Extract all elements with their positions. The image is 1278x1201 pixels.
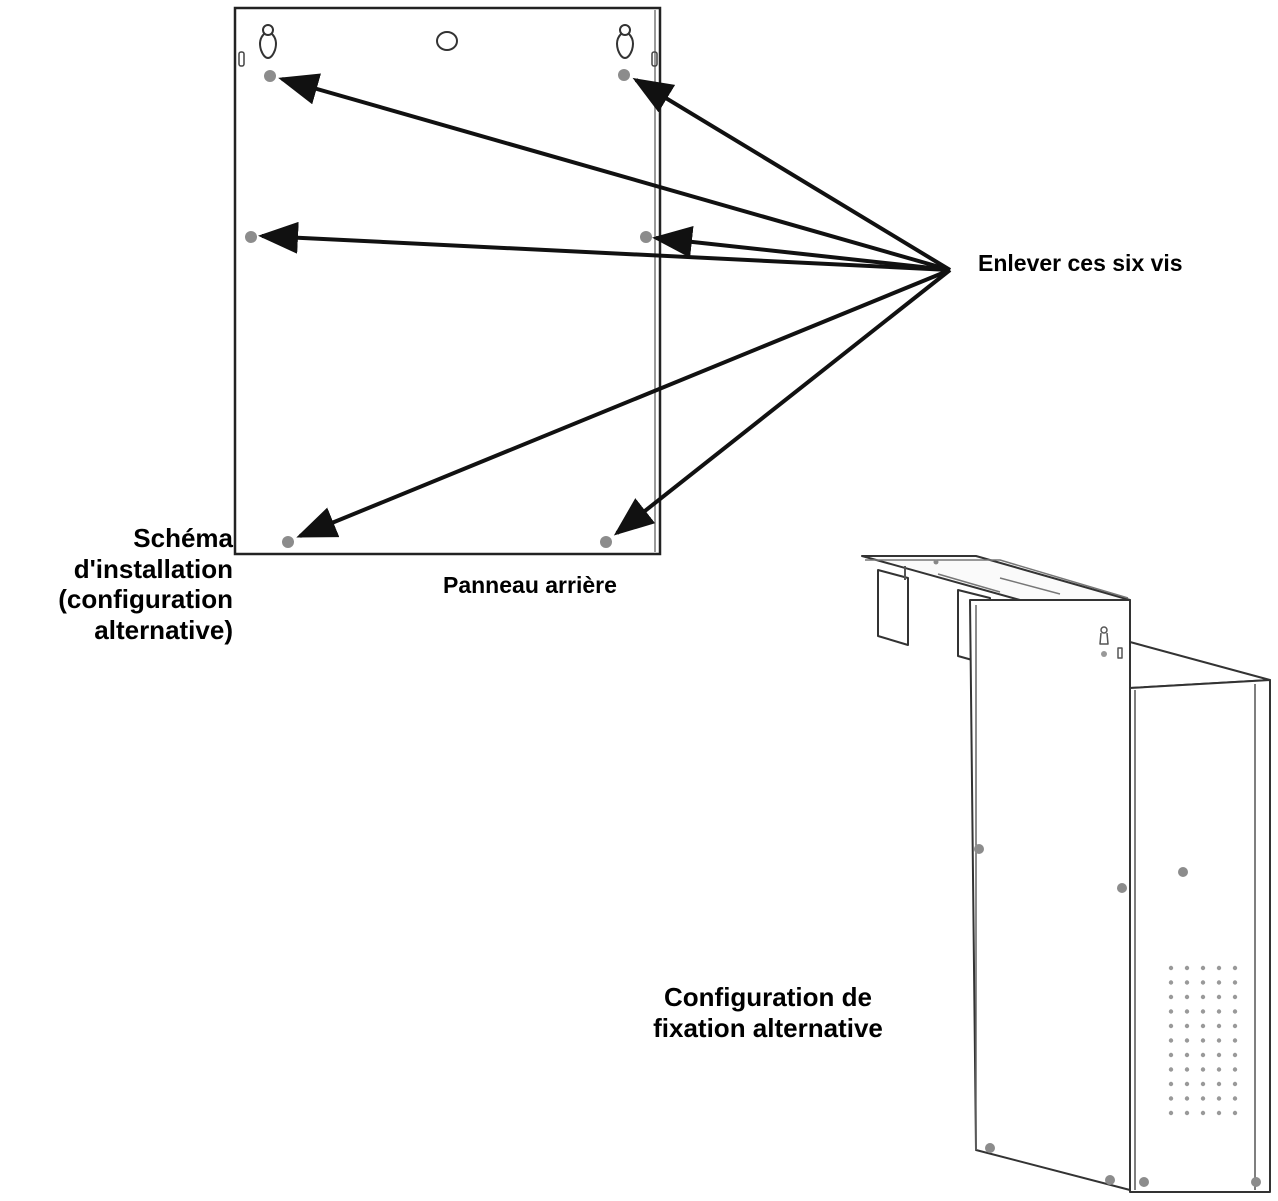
screw-icon-mid-right: [640, 231, 652, 243]
schema-line-2: d'installation: [73, 553, 233, 584]
vent-dot: [1200, 994, 1206, 1000]
keyhole-slot-icon-right: [616, 24, 634, 60]
back-panel-drawing: [233, 6, 662, 556]
installation-schema-label: Schéma d'installation (configuration alt…: [0, 523, 233, 646]
schema-line-3: (configuration: [58, 584, 233, 615]
vent-dot: [1216, 1067, 1222, 1072]
vent-dot: [1216, 1038, 1222, 1043]
vent-dot: [1184, 994, 1190, 1000]
schema-line-1: Schéma: [133, 523, 233, 553]
vent-dot: [1168, 965, 1174, 971]
vent-dot: [1184, 1081, 1190, 1087]
vent-dot: [1184, 1023, 1190, 1029]
vent-dot: [1184, 980, 1190, 985]
vent-dot: [1200, 1023, 1206, 1029]
vent-dot: [1184, 1067, 1190, 1072]
vent-dot: [1168, 980, 1174, 985]
vent-dot: [1200, 980, 1206, 985]
vent-dot: [1168, 1081, 1174, 1087]
alternative-mounting-label: Configuration de fixation alternative: [618, 982, 918, 1043]
vent-dot: [1168, 1110, 1174, 1116]
enclosure-keyhole-icon: [1099, 626, 1109, 645]
vent-dot: [1216, 1052, 1222, 1058]
vent-dot: [1200, 1096, 1206, 1101]
vent-dot: [1168, 1038, 1174, 1043]
vent-dot: [1232, 1081, 1238, 1087]
vent-dot: [1232, 1009, 1238, 1014]
top-bracket: [861, 555, 1131, 601]
vent-dot: [1200, 1038, 1206, 1043]
vent-dot: [1232, 1023, 1238, 1029]
vent-dot: [1168, 1052, 1174, 1058]
screw-icon-bottom-left: [282, 536, 294, 548]
schema-line-4: alternative): [94, 615, 233, 646]
enclosure-drawing: [861, 555, 1271, 1193]
screw-icon-top-right: [618, 69, 630, 81]
arrow-to-bottom-left-screw: [296, 268, 951, 538]
vent-dot: [1232, 994, 1238, 1000]
vent-dot: [1184, 1052, 1190, 1058]
vent-dot: [1184, 1038, 1190, 1043]
vent-dot: [1232, 1052, 1238, 1058]
vent-dot: [1168, 1023, 1174, 1029]
vent-dot: [1184, 1110, 1190, 1116]
vent-dot: [1184, 1009, 1190, 1014]
screw-icon-bottom-right: [600, 536, 612, 548]
back-panel-label: Panneau arrière: [443, 572, 617, 598]
vent-dot: [1216, 1110, 1222, 1116]
vent-dot: [1232, 1110, 1238, 1116]
vent-dot: [1216, 965, 1222, 971]
vent-dot: [1200, 1081, 1206, 1087]
vent-dot: [1168, 1096, 1174, 1101]
enclosure-back-face: [969, 599, 1131, 1191]
vent-dot: [1232, 965, 1238, 971]
bracket-tab-left: [877, 569, 909, 646]
vent-dot: [1200, 1067, 1206, 1072]
back-panel-outline: [233, 6, 662, 556]
vent-dot: [1232, 1096, 1238, 1101]
vent-dot: [1200, 1110, 1206, 1116]
vent-dot: [1232, 1067, 1238, 1072]
arrow-to-top-right-screw: [632, 77, 952, 272]
vent-dot: [1216, 1081, 1222, 1087]
alt-mounting-line-1: Configuration de: [664, 982, 872, 1012]
side-slot-right: [651, 51, 658, 67]
vent-dot: [1200, 965, 1206, 971]
side-slot-left: [238, 51, 245, 67]
center-hole-icon: [436, 31, 458, 51]
arrow-to-mid-right-screw: [652, 225, 951, 272]
arrow-to-bottom-right-screw: [613, 268, 952, 536]
vent-dot: [1216, 1009, 1222, 1014]
ventilation-grid: [1168, 965, 1238, 1116]
arrow-to-mid-left-screw: [258, 221, 951, 272]
vent-dot: [1200, 1052, 1206, 1058]
screw-icon-top-left: [264, 70, 276, 82]
vent-dot: [1168, 994, 1174, 1000]
alt-mounting-line-2: fixation alternative: [653, 1012, 883, 1043]
vent-dot: [1184, 965, 1190, 971]
vent-dot: [1216, 1023, 1222, 1029]
vent-dot: [1232, 980, 1238, 985]
vent-dot: [1184, 1096, 1190, 1101]
vent-dot: [1216, 980, 1222, 985]
enclosure-front-face: [1129, 679, 1271, 1193]
vent-dot: [1232, 1038, 1238, 1043]
keyhole-slot-icon-left: [259, 24, 277, 60]
vent-dot: [1200, 1009, 1206, 1014]
remove-screws-label: Enlever ces six vis: [978, 250, 1183, 276]
vent-dot: [1168, 1067, 1174, 1072]
vent-dot: [1216, 994, 1222, 1000]
arrow-to-top-left-screw: [278, 73, 951, 272]
vent-dot: [1216, 1096, 1222, 1101]
screw-icon-mid-left: [245, 231, 257, 243]
callout-arrows: [258, 73, 952, 538]
vent-dot: [1168, 1009, 1174, 1014]
